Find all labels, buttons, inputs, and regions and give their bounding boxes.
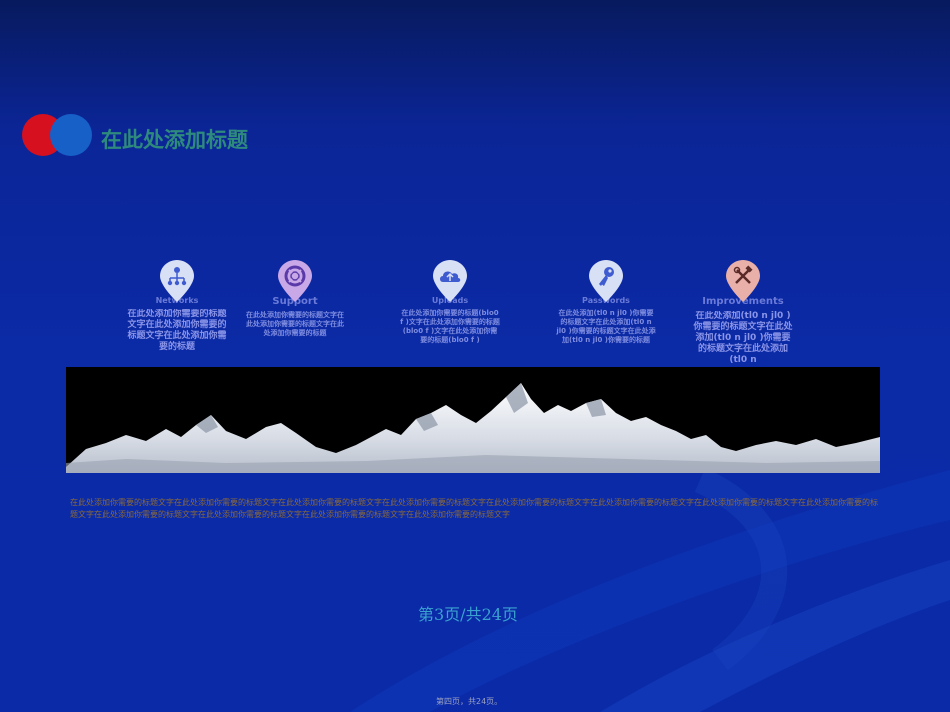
feature-improvements: Improvements 在此处添加(tl0 n jl0 )你需要的标题文字在此… — [693, 260, 793, 365]
feature-description: 在此处添加(tl0 n jl0 )你需要的标题文字在此处添加(tl0 n jl0… — [693, 311, 793, 365]
feature-passwords: Passwords 在此处添加(tl0 n jl0 )你需要的标题文字在此处添加… — [556, 260, 656, 345]
tools-icon — [726, 260, 760, 302]
logo-blue-circle — [50, 114, 92, 156]
map-pin — [726, 260, 760, 302]
cloud-upload-icon — [433, 260, 467, 302]
feature-support: Support 在此处添加你需要的标题文字在此处添加你需要的标题文字在此处添加你… — [245, 260, 345, 338]
feature-description: 在此处添加你需要的标题文字在此处添加你需要的标题文字在此处添加你需要的标题 — [246, 311, 344, 337]
body-paragraph: 在此处添加你需要的标题文字在此处添加你需要的标题文字在此处添加你需要的标题文字在… — [70, 498, 878, 519]
map-pin — [160, 260, 194, 302]
feature-description: 在此处添加你需要的标题文字在此处添加你需要的标题文字在此处添加你需要的标题 — [127, 309, 227, 352]
feature-networks: Networks 在此处添加你需要的标题文字在此处添加你需要的标题文字在此处添加… — [127, 260, 227, 353]
map-pin — [433, 260, 467, 302]
map-pin — [589, 260, 623, 302]
feature-description: 在此处添加你需要的标题(blo0 f )文字在此处添加你需要的标题(blo0 f… — [400, 309, 500, 344]
key-icon — [589, 260, 623, 302]
map-pin — [278, 260, 312, 302]
logo — [22, 114, 92, 156]
page-indicator: 第3页/共24页 — [418, 605, 518, 624]
mountain-banner — [66, 367, 880, 473]
feature-uploads: Uploads 在此处添加你需要的标题(blo0 f )文字在此处添加你需要的标… — [400, 260, 500, 345]
network-icon — [160, 260, 194, 302]
lifebuoy-icon — [278, 260, 312, 302]
mountain-image — [66, 383, 880, 473]
footer-note: 第四页，共24页。 — [436, 697, 503, 706]
feature-description: 在此处添加(tl0 n jl0 )你需要的标题文字在此处添加(tl0 n jl0… — [556, 309, 656, 344]
slide-title: 在此处添加标题 — [101, 128, 248, 152]
